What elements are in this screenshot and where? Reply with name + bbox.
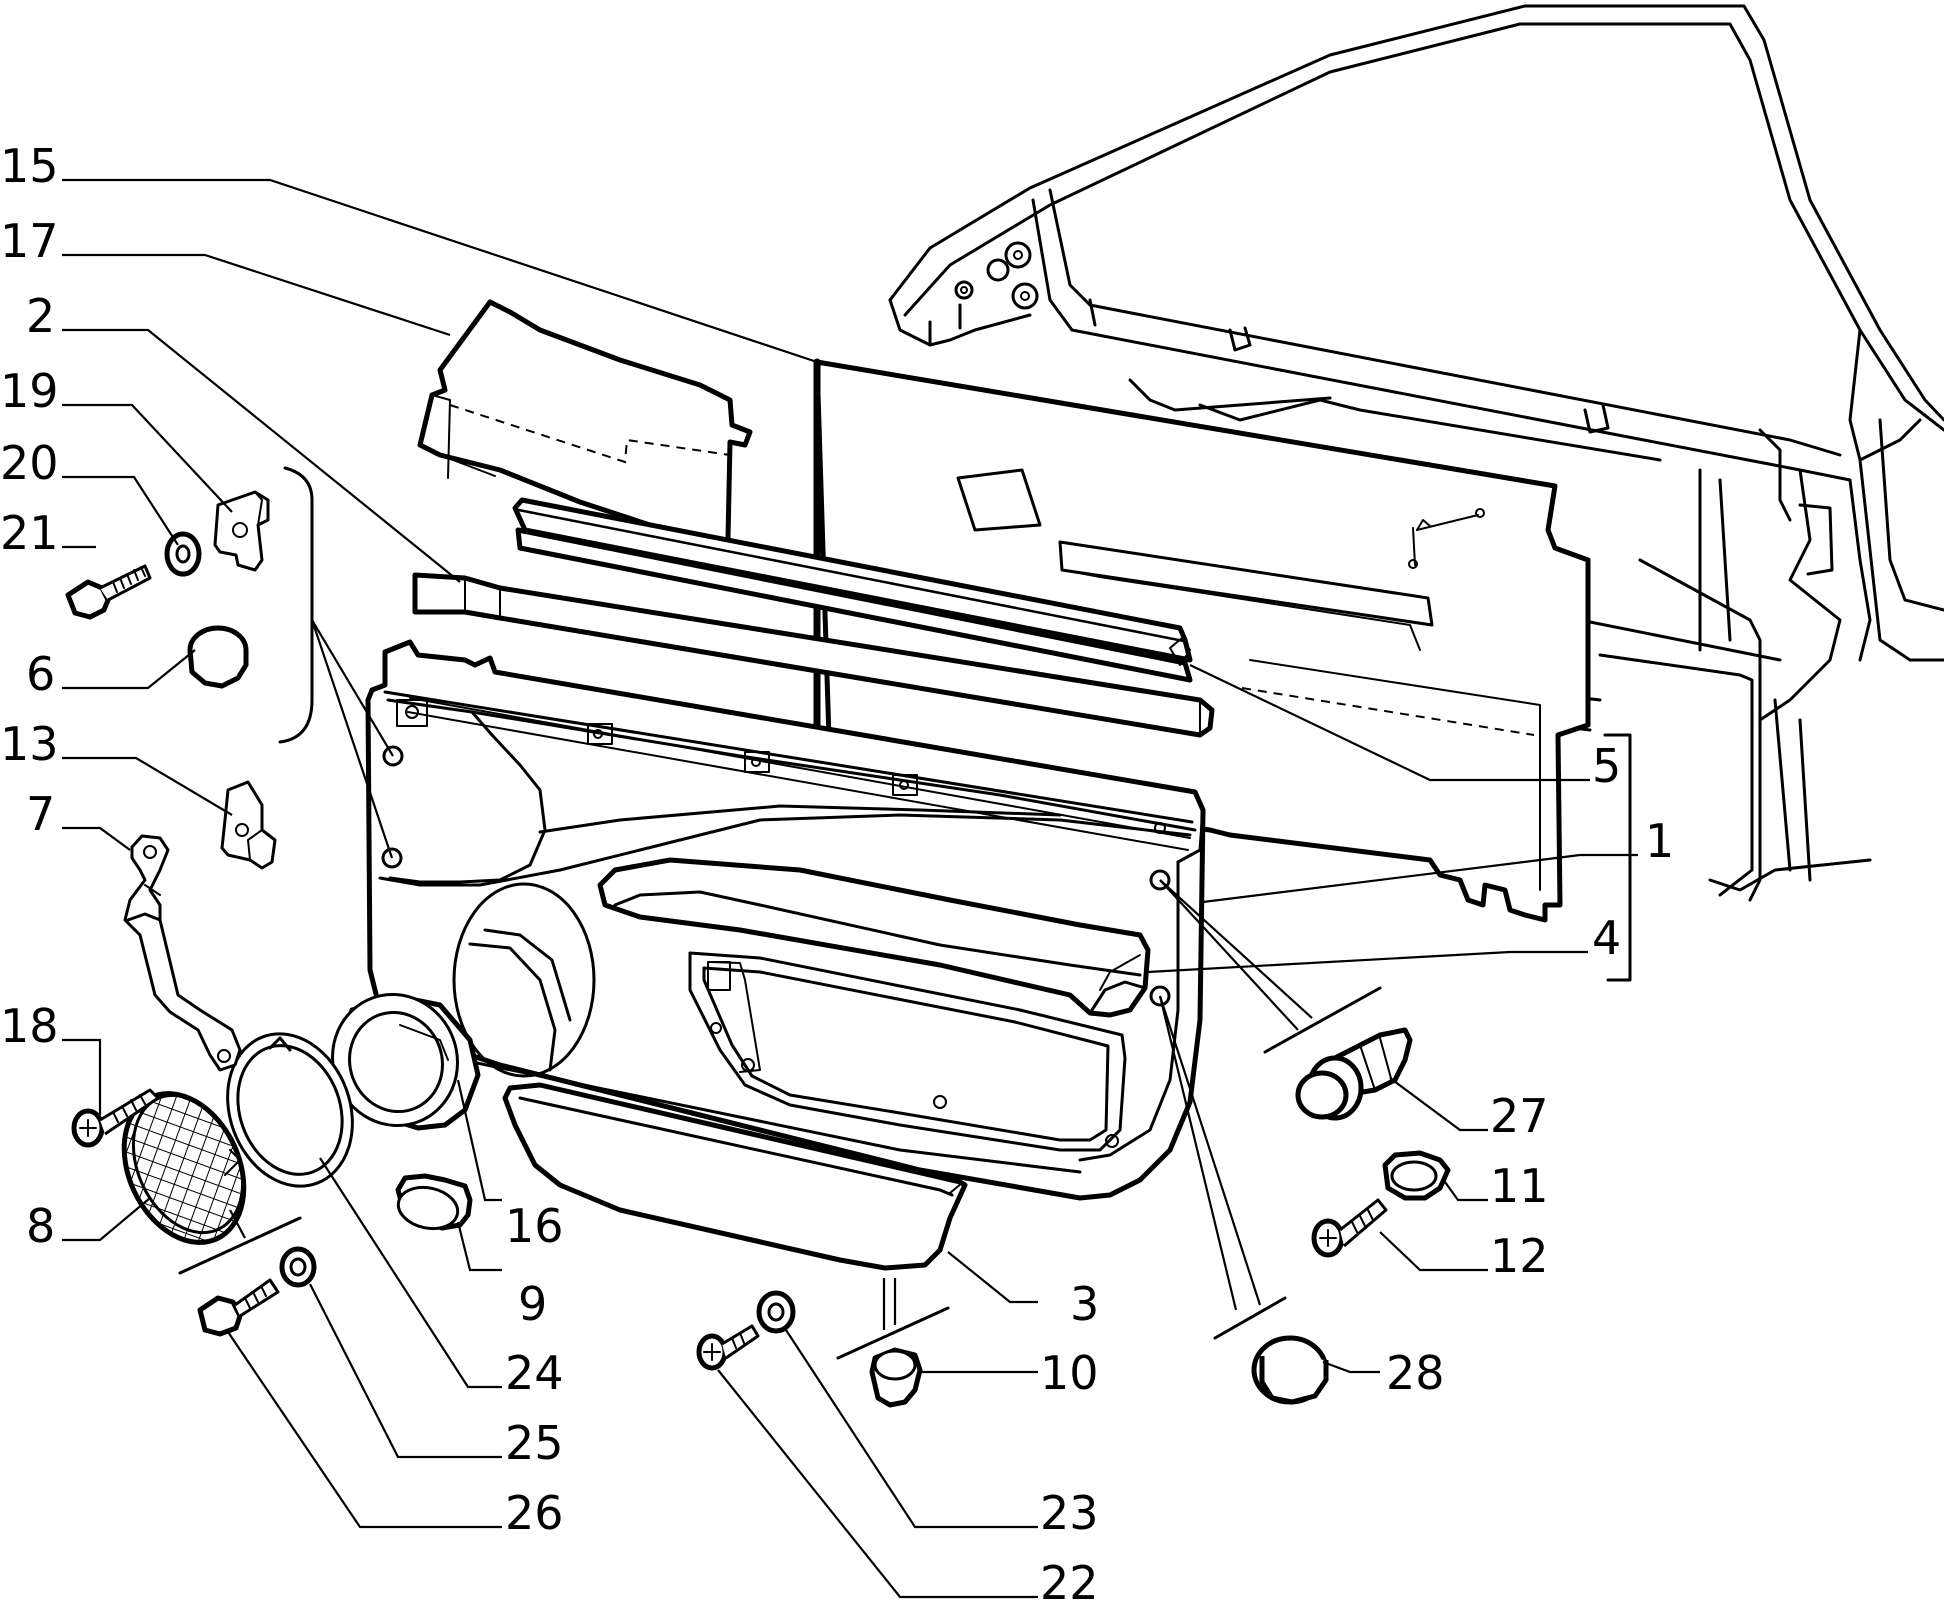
label-21: 21 — [0, 506, 59, 560]
plug-10 — [869, 1347, 923, 1408]
label-19: 19 — [0, 364, 59, 418]
label-6: 6 — [26, 647, 55, 701]
label-20: 20 — [0, 436, 59, 490]
label-24: 24 — [505, 1346, 564, 1400]
label-8: 8 — [26, 1199, 55, 1253]
label-28: 28 — [1386, 1346, 1445, 1400]
label-10: 10 — [1040, 1346, 1099, 1400]
lower-pocket-3 — [502, 1082, 968, 1271]
upper-trim-17 — [417, 299, 753, 551]
speaker-cup-16 — [331, 992, 481, 1131]
window-seal-5 — [512, 497, 1193, 683]
label-2: 2 — [26, 289, 55, 343]
washer-25 — [279, 1246, 317, 1288]
label-22: 22 — [1040, 1556, 1099, 1602]
label-15: 15 — [0, 139, 59, 193]
callout-labels: 15 17 2 19 20 21 6 13 7 18 8 16 9 24 25 … — [0, 139, 1674, 1602]
label-16: 16 — [505, 1199, 564, 1253]
label-4: 4 — [1592, 911, 1621, 965]
car-body-outline — [888, 4, 1944, 902]
label-26: 26 — [505, 1486, 564, 1540]
clip-13 — [220, 780, 277, 870]
leader-lines — [62, 178, 1638, 1599]
label-18: 18 — [0, 999, 59, 1053]
clip-11 — [1382, 1150, 1451, 1201]
armrest-4 — [597, 857, 1151, 1018]
trim-strip-2 — [412, 572, 1215, 738]
plug-6 — [187, 625, 249, 689]
label-23: 23 — [1040, 1486, 1099, 1540]
washer-23 — [756, 1290, 796, 1334]
label-13: 13 — [0, 717, 59, 771]
label-9: 9 — [518, 1277, 547, 1331]
cap-28 — [1251, 1335, 1329, 1405]
grab-handle-7 — [123, 834, 242, 1072]
screw-22 — [696, 1324, 760, 1371]
label-12: 12 — [1490, 1229, 1549, 1283]
label-11: 11 — [1490, 1159, 1549, 1213]
screw-18 — [71, 1088, 160, 1148]
push-pin-27 — [1295, 1027, 1413, 1121]
label-27: 27 — [1490, 1089, 1549, 1143]
label-5: 5 — [1592, 739, 1621, 793]
cap-9 — [395, 1173, 473, 1231]
label-25: 25 — [505, 1416, 564, 1470]
bracket-19 — [213, 490, 270, 572]
label-3: 3 — [1070, 1277, 1099, 1331]
washer-20 — [164, 531, 202, 577]
screw-12 — [1311, 1198, 1388, 1258]
bolt-26 — [197, 1278, 280, 1337]
assembly-marks — [178, 466, 1632, 1360]
speaker-ring-24 — [226, 1032, 354, 1188]
bolt-21 — [65, 564, 152, 620]
label-17: 17 — [0, 214, 59, 268]
label-1: 1 — [1645, 814, 1674, 868]
label-7: 7 — [26, 787, 55, 841]
